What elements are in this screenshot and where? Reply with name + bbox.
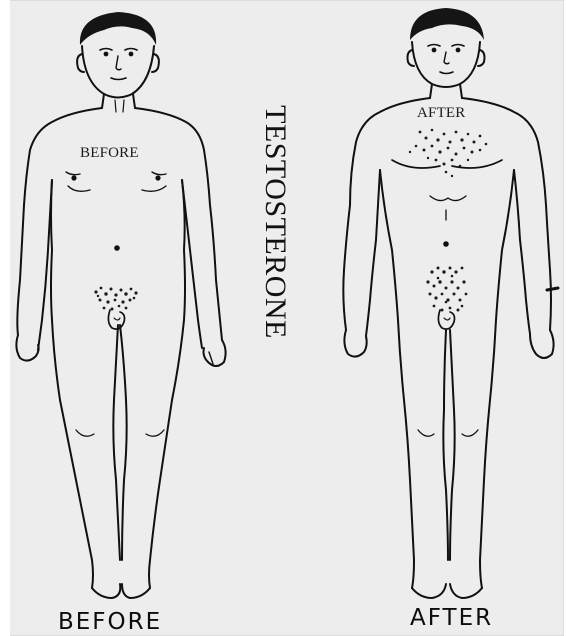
after-inline-label: AFTER <box>417 105 466 122</box>
after-figure <box>343 8 558 598</box>
before-torso-left <box>17 108 102 335</box>
before-inline-label: BEFORE <box>80 145 139 162</box>
before-pubic-hair <box>94 287 137 311</box>
after-caption: AFTER <box>410 605 493 631</box>
after-chest-hair <box>409 129 488 178</box>
before-torso-right <box>135 108 222 340</box>
after-head <box>412 42 480 87</box>
before-caption: BEFORE <box>58 609 162 635</box>
before-head <box>82 46 154 98</box>
after-hair <box>410 8 484 40</box>
title: TESTOSTERONE <box>258 105 292 339</box>
after-torso-right <box>462 98 551 330</box>
after-torso-left <box>343 98 430 330</box>
title-container: TESTOSTERONE <box>255 82 295 362</box>
after-pubic-hair <box>426 267 467 312</box>
before-hair <box>80 12 156 45</box>
before-figure <box>16 12 225 598</box>
